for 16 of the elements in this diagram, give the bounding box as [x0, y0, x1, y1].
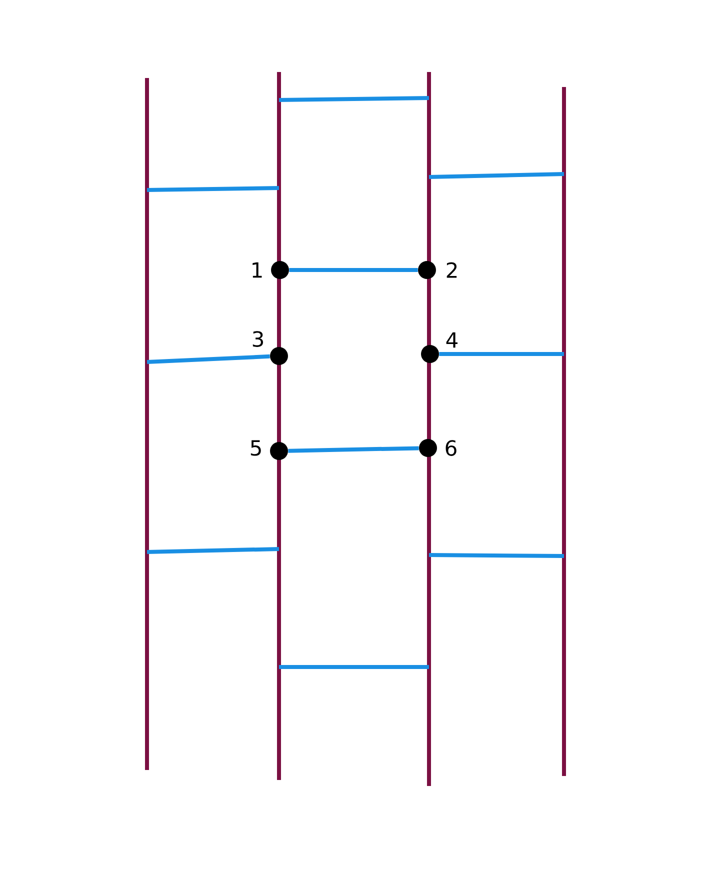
dot [418, 261, 436, 279]
dot [419, 439, 437, 457]
dot [270, 347, 288, 365]
rung-line [439, 352, 564, 356]
dot [271, 261, 289, 279]
dot-number: 3 [252, 331, 263, 347]
dot [421, 345, 439, 363]
rung-line [289, 268, 418, 272]
dot-number: 4 [446, 332, 458, 348]
dot [270, 442, 288, 460]
dot-number: 6 [446, 440, 456, 456]
rung-line [146, 354, 270, 364]
dot-number: 5 [250, 440, 261, 456]
dot-number: 2 [446, 262, 457, 278]
dot-number: 1 [252, 262, 262, 278]
rung-line [288, 446, 419, 453]
